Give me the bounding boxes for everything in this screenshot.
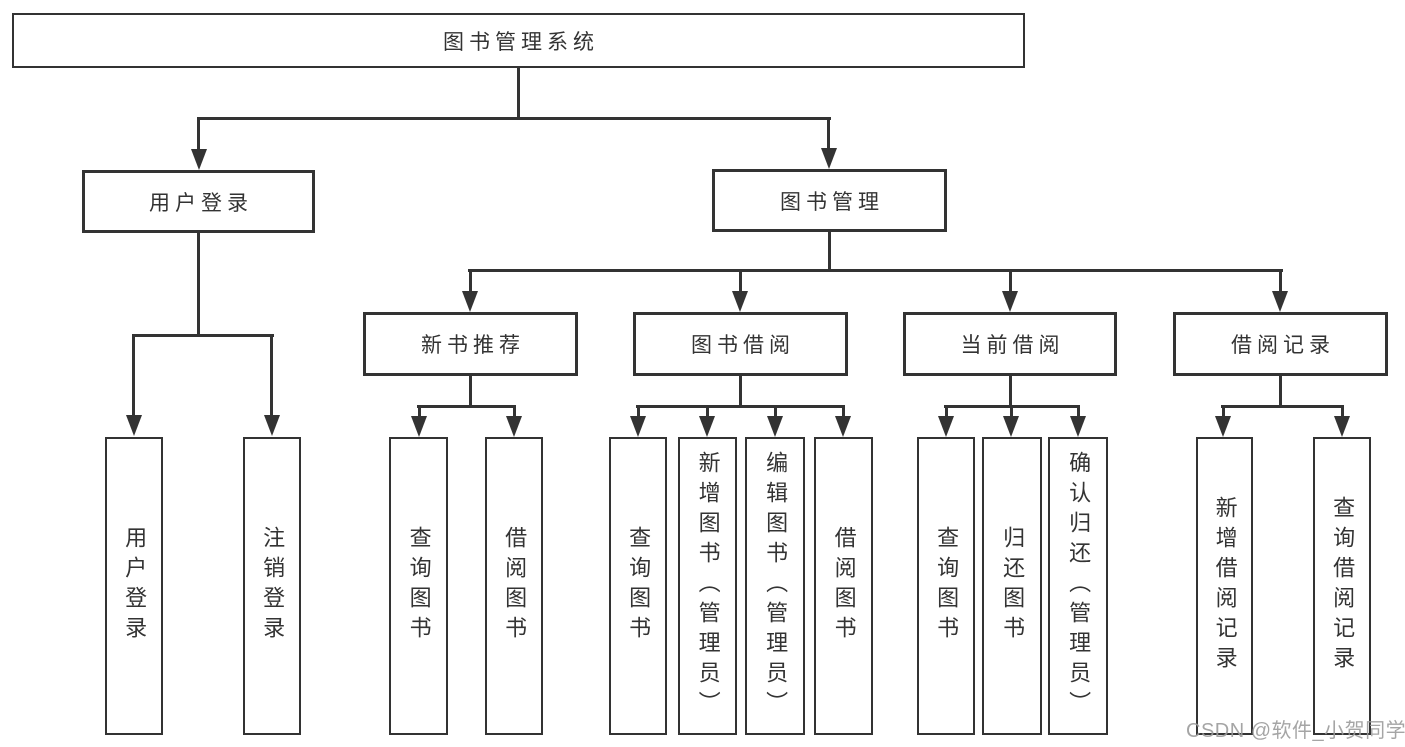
leaf-query-books-2: 查询图书 <box>609 437 667 735</box>
arrow-down-icon <box>1334 416 1350 437</box>
node-root-label: 图书管理系统 <box>443 30 599 54</box>
leaf-edit-books-admin-label: 编辑图书（管理员） <box>763 451 789 721</box>
leaf-query-books-3: 查询图书 <box>917 437 975 735</box>
arrow-down-icon <box>938 416 954 437</box>
connector-user-login-rail <box>132 334 274 337</box>
node-book-borrow: 图书借阅 <box>633 312 848 376</box>
connector-book-borrow-rail <box>636 405 845 408</box>
connector-drop-user-login <box>197 117 200 152</box>
leaf-add-books-admin-label: 新增图书（管理员） <box>695 451 721 721</box>
connector-drop-leaf <box>706 405 709 419</box>
connector-current-borrow-stem <box>1009 376 1012 407</box>
node-new-books: 新书推荐 <box>363 312 578 376</box>
arrow-down-icon <box>821 148 837 169</box>
node-root: 图书管理系统 <box>12 13 1025 68</box>
arrow-down-icon <box>1003 416 1019 437</box>
connector-drop-leaf <box>132 334 135 418</box>
leaf-confirm-return-admin-label: 确认归还（管理员） <box>1066 451 1092 721</box>
leaf-user-login: 用户登录 <box>105 437 163 735</box>
connector-level2-rail <box>197 117 831 120</box>
leaf-borrow-books-1-label: 借阅图书 <box>502 526 528 646</box>
leaf-add-borrow-record: 新增借阅记录 <box>1196 437 1253 735</box>
arrow-down-icon <box>1002 291 1018 312</box>
arrow-down-icon <box>506 416 522 437</box>
leaf-return-books: 归还图书 <box>982 437 1042 735</box>
leaf-borrow-books-2-label: 借阅图书 <box>831 526 857 646</box>
leaf-add-borrow-record-label: 新增借阅记录 <box>1212 496 1238 676</box>
connector-drop-leaf <box>842 405 845 419</box>
node-book-mgmt-label: 图书管理 <box>780 190 884 214</box>
node-borrow-records: 借阅记录 <box>1173 312 1388 376</box>
connector-drop-leaf <box>774 405 777 419</box>
node-user-login: 用户登录 <box>82 170 315 233</box>
connector-drop-leaf <box>945 405 948 419</box>
csdn-watermark: CSDN @软件_小贺同学 <box>1186 720 1405 742</box>
connector-borrow-records-stem <box>1279 376 1282 407</box>
node-new-books-label: 新书推荐 <box>421 334 525 357</box>
connector-drop-leaf <box>637 405 640 419</box>
leaf-user-login-label: 用户登录 <box>122 526 148 646</box>
node-current-borrow: 当前借阅 <box>903 312 1117 376</box>
connector-drop-leaf <box>1077 405 1080 419</box>
arrow-down-icon <box>1070 416 1086 437</box>
leaf-borrow-books-2: 借阅图书 <box>814 437 873 735</box>
connector-drop-leaf <box>1222 405 1225 419</box>
connector-drop-leaf <box>513 405 516 419</box>
connector-drop-leaf <box>1010 405 1013 419</box>
arrow-down-icon <box>1272 291 1288 312</box>
arrow-down-icon <box>732 291 748 312</box>
connector-book-borrow-stem <box>739 376 742 407</box>
connector-drop-leaf <box>418 405 421 419</box>
arrow-down-icon <box>699 416 715 437</box>
connector-book-mgmt-stem <box>828 232 831 271</box>
arrow-down-icon <box>264 415 280 436</box>
leaf-query-books-1: 查询图书 <box>389 437 448 735</box>
leaf-logout: 注销登录 <box>243 437 301 735</box>
arrow-down-icon <box>767 416 783 437</box>
connector-drop-leaf <box>1341 405 1344 419</box>
arrow-down-icon <box>462 291 478 312</box>
connector-new-books-stem <box>469 376 472 407</box>
leaf-add-books-admin: 新增图书（管理员） <box>678 437 737 735</box>
connector-drop-new-books <box>469 269 472 295</box>
connector-drop-current-borrow <box>1009 269 1012 295</box>
leaf-return-books-label: 归还图书 <box>1000 526 1026 646</box>
leaf-query-books-3-label: 查询图书 <box>934 526 960 646</box>
leaf-query-books-2-label: 查询图书 <box>626 526 652 646</box>
arrow-down-icon <box>411 416 427 437</box>
leaf-logout-label: 注销登录 <box>260 526 286 646</box>
connector-root-stem <box>517 67 520 119</box>
leaf-query-books-1-label: 查询图书 <box>406 526 432 646</box>
node-book-borrow-label: 图书借阅 <box>691 334 795 357</box>
arrow-down-icon <box>191 149 207 170</box>
arrow-down-icon <box>126 415 142 436</box>
connector-drop-book-borrow <box>739 269 742 295</box>
node-book-mgmt: 图书管理 <box>712 169 947 232</box>
node-user-login-label: 用户登录 <box>149 191 253 215</box>
connector-drop-borrow-records <box>1279 269 1282 295</box>
connector-user-login-stem <box>197 233 200 336</box>
connector-level3-rail <box>468 269 1283 272</box>
arrow-down-icon <box>1215 416 1231 437</box>
leaf-confirm-return-admin: 确认归还（管理员） <box>1048 437 1108 735</box>
connector-new-books-rail <box>417 405 516 408</box>
connector-drop-leaf <box>270 334 273 418</box>
leaf-borrow-books-1: 借阅图书 <box>485 437 543 735</box>
arrow-down-icon <box>630 416 646 437</box>
connector-drop-book-mgmt <box>827 117 830 151</box>
node-current-borrow-label: 当前借阅 <box>960 334 1065 357</box>
node-borrow-records-label: 借阅记录 <box>1231 334 1335 357</box>
connector-borrow-records-rail <box>1221 405 1344 408</box>
leaf-query-borrow-record: 查询借阅记录 <box>1313 437 1371 735</box>
leaf-query-borrow-record-label: 查询借阅记录 <box>1330 496 1356 676</box>
leaf-edit-books-admin: 编辑图书（管理员） <box>745 437 805 735</box>
arrow-down-icon <box>835 416 851 437</box>
